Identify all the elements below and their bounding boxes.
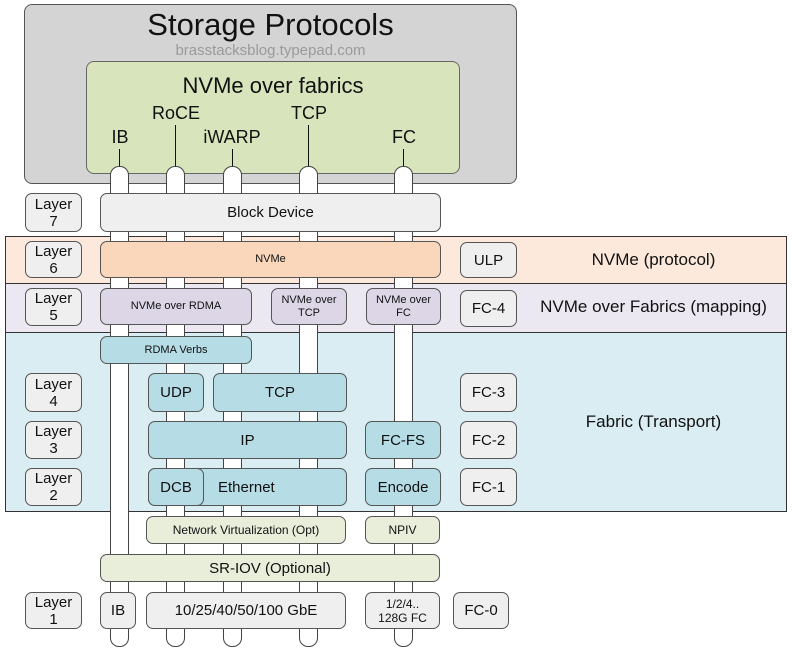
layer-2-label: Layer 2: [25, 468, 82, 506]
nvme-over-rdma-box: NVMe over RDMA: [100, 288, 252, 325]
layer-1-label: Layer 1: [25, 592, 82, 629]
fc-2-label: FC-2: [460, 421, 517, 459]
dcb-box: DCB: [148, 468, 204, 506]
nvme-over-fabrics-panel: [86, 61, 460, 174]
ib-physical-box: IB: [100, 592, 136, 629]
connector-line-iwarp: [232, 149, 233, 167]
layer-6-label: Layer 6: [25, 241, 82, 278]
connector-line-roce: [175, 125, 176, 167]
layer-4-label: Layer 4: [25, 373, 82, 412]
fc-4-label: FC-4: [460, 290, 517, 327]
band-label-transport: Fabric (Transport): [585, 412, 722, 431]
watermark: brasstacksblog.typepad.com: [175, 42, 366, 59]
fc-3-label: FC-3: [460, 373, 517, 412]
connector-line-fc: [403, 149, 404, 167]
nvme-over-tcp-box: NVMe over TCP: [271, 288, 347, 325]
layer-3-label: Layer 3: [25, 421, 82, 459]
fc-speeds-box: 1/2/4.. 128G FC: [365, 592, 440, 629]
rdma-verbs-box: RDMA Verbs: [100, 336, 252, 364]
npiv-box: NPIV: [365, 516, 440, 544]
fc-fs-box: FC-FS: [365, 421, 441, 459]
sr-iov-box: SR-IOV (Optional): [100, 554, 440, 582]
pipe-ib: [110, 166, 129, 647]
nvme-over-fabrics-title: NVMe over fabrics: [182, 73, 364, 98]
ethernet-speeds-box: 10/25/40/50/100 GbE: [146, 592, 346, 629]
ip-box: IP: [148, 421, 347, 459]
band-label-protocol: NVMe (protocol): [591, 249, 716, 269]
diagram-title: Storage Protocols: [147, 7, 394, 42]
encode-box: Encode: [365, 468, 441, 506]
fc-ulp-label: ULP: [460, 242, 517, 278]
network-virtualization-box: Network Virtualization (Opt): [146, 516, 346, 544]
nvme-over-fc-box: NVMe over FC: [366, 288, 441, 325]
transport-label-iwarp: iWARP: [203, 127, 261, 147]
fc-0-label: FC-0: [453, 592, 509, 629]
connector-line-ib: [119, 149, 120, 167]
transport-label-ib: IB: [111, 127, 129, 147]
transport-label-roce: RoCE: [151, 103, 200, 123]
nvme-box: NVMe: [100, 241, 441, 278]
connector-line-tcp: [308, 125, 309, 167]
band-label-mapping: NVMe over Fabrics (mapping): [540, 297, 767, 316]
layer-5-label: Layer 5: [25, 288, 82, 326]
tcp-box: TCP: [213, 373, 347, 412]
transport-label-tcp: TCP: [291, 103, 327, 123]
fc-1-label: FC-1: [460, 468, 517, 506]
block-device-box: Block Device: [100, 193, 441, 232]
transport-label-fc: FC: [392, 127, 416, 147]
layer-7-label: Layer 7: [25, 193, 82, 232]
udp-box: UDP: [148, 373, 204, 412]
